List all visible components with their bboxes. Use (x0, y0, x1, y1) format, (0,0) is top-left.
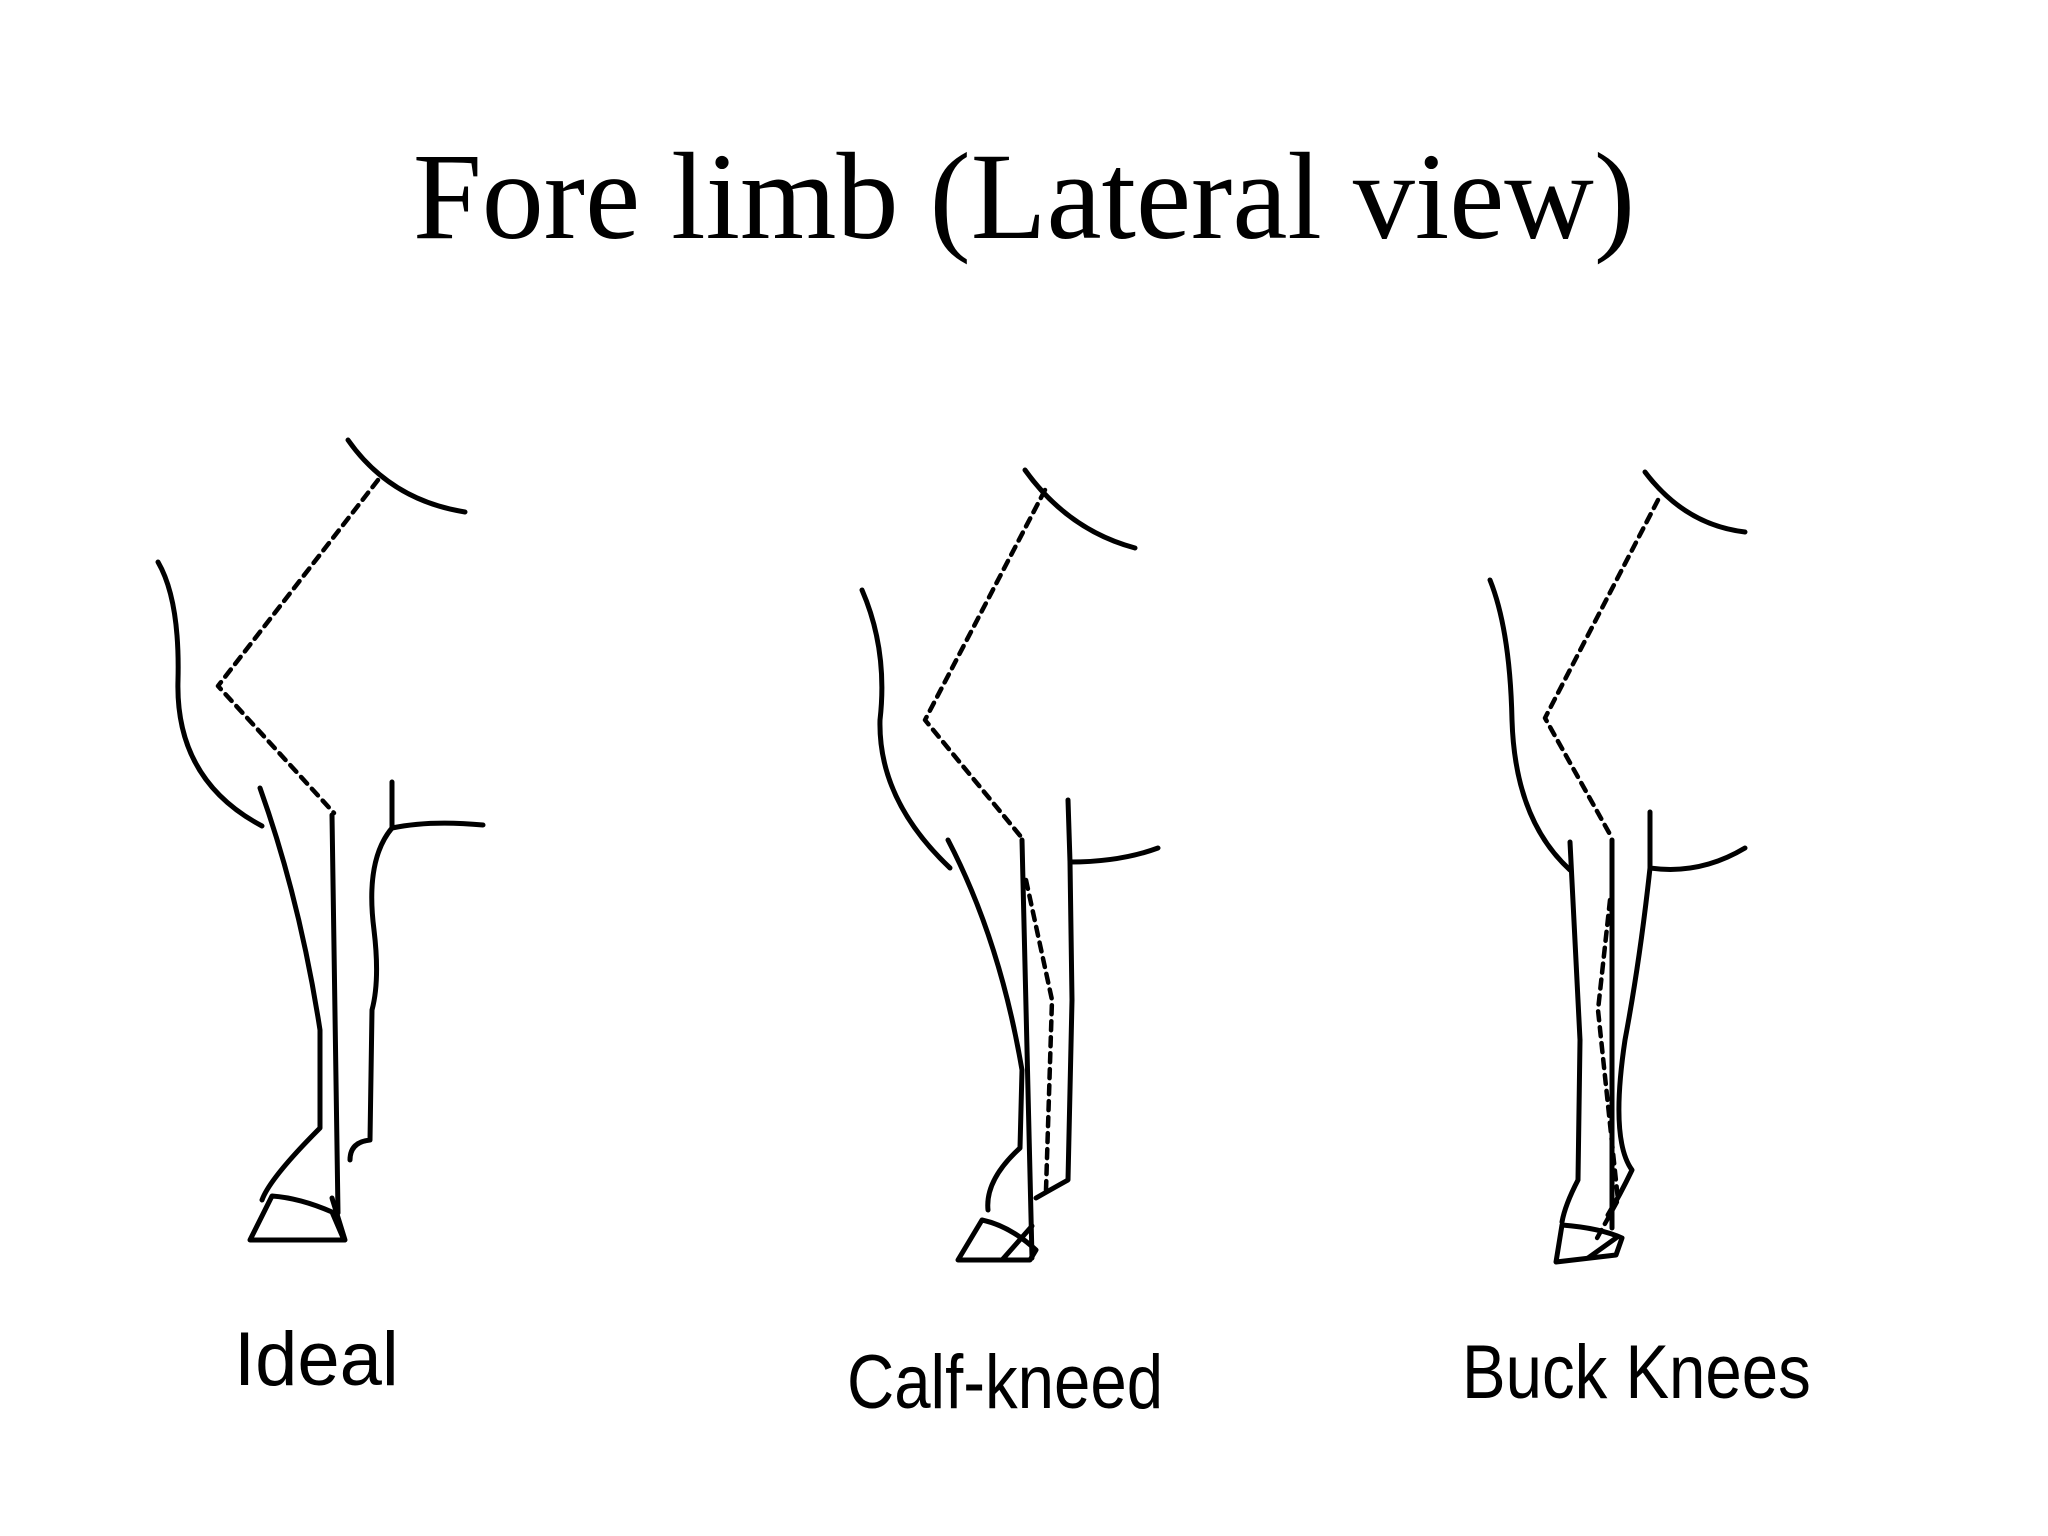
calf-elbow-curve (1065, 797, 1161, 865)
buck-bone-dashed (1593, 897, 1621, 1243)
buck-alignment-dashed (1542, 497, 1661, 841)
calf-hoof-back (999, 1223, 1035, 1263)
calf-shoulder-line (859, 587, 953, 871)
buck-front-leg-line (1559, 839, 1583, 1225)
buck-elbow-curve (1647, 809, 1748, 872)
ideal-back-leg-line (347, 825, 395, 1163)
calf-front-leg-line (945, 837, 1025, 1213)
ideal-hoof-back (329, 1195, 348, 1243)
calf-withers-curve (1022, 467, 1138, 551)
ideal-hoof (247, 1193, 347, 1243)
calf-hoof (955, 1217, 1039, 1263)
ideal-front-leg-line (257, 785, 323, 1203)
limb-calf-kneed (859, 467, 1161, 1263)
calf-bone-dashed (1023, 877, 1055, 1193)
limb-ideal (155, 437, 486, 1243)
calf-back-leg-line (1033, 859, 1075, 1201)
label-calf-kneed: Calf-kneed (847, 1340, 1164, 1425)
limb-buck-knees (1487, 469, 1748, 1265)
label-buck-knees: Buck Knees (1462, 1330, 1811, 1415)
label-ideal: Ideal (234, 1317, 399, 1402)
ideal-bone-axis (329, 812, 341, 1216)
buck-back-leg-line (1605, 865, 1653, 1218)
calf-alignment-dashed (922, 487, 1048, 841)
buck-hoof-back (1585, 1235, 1619, 1261)
buck-shoulder-line (1487, 577, 1573, 873)
buck-withers-curve (1642, 469, 1748, 535)
slide-title: Fore limb (Lateral view) (412, 128, 1636, 265)
ideal-shoulder-line (155, 559, 265, 829)
calf-bone-axis (1019, 837, 1035, 1261)
ideal-alignment-dashed (215, 477, 381, 816)
ideal-withers-curve (345, 437, 468, 515)
ideal-elbow-curve (389, 779, 486, 831)
